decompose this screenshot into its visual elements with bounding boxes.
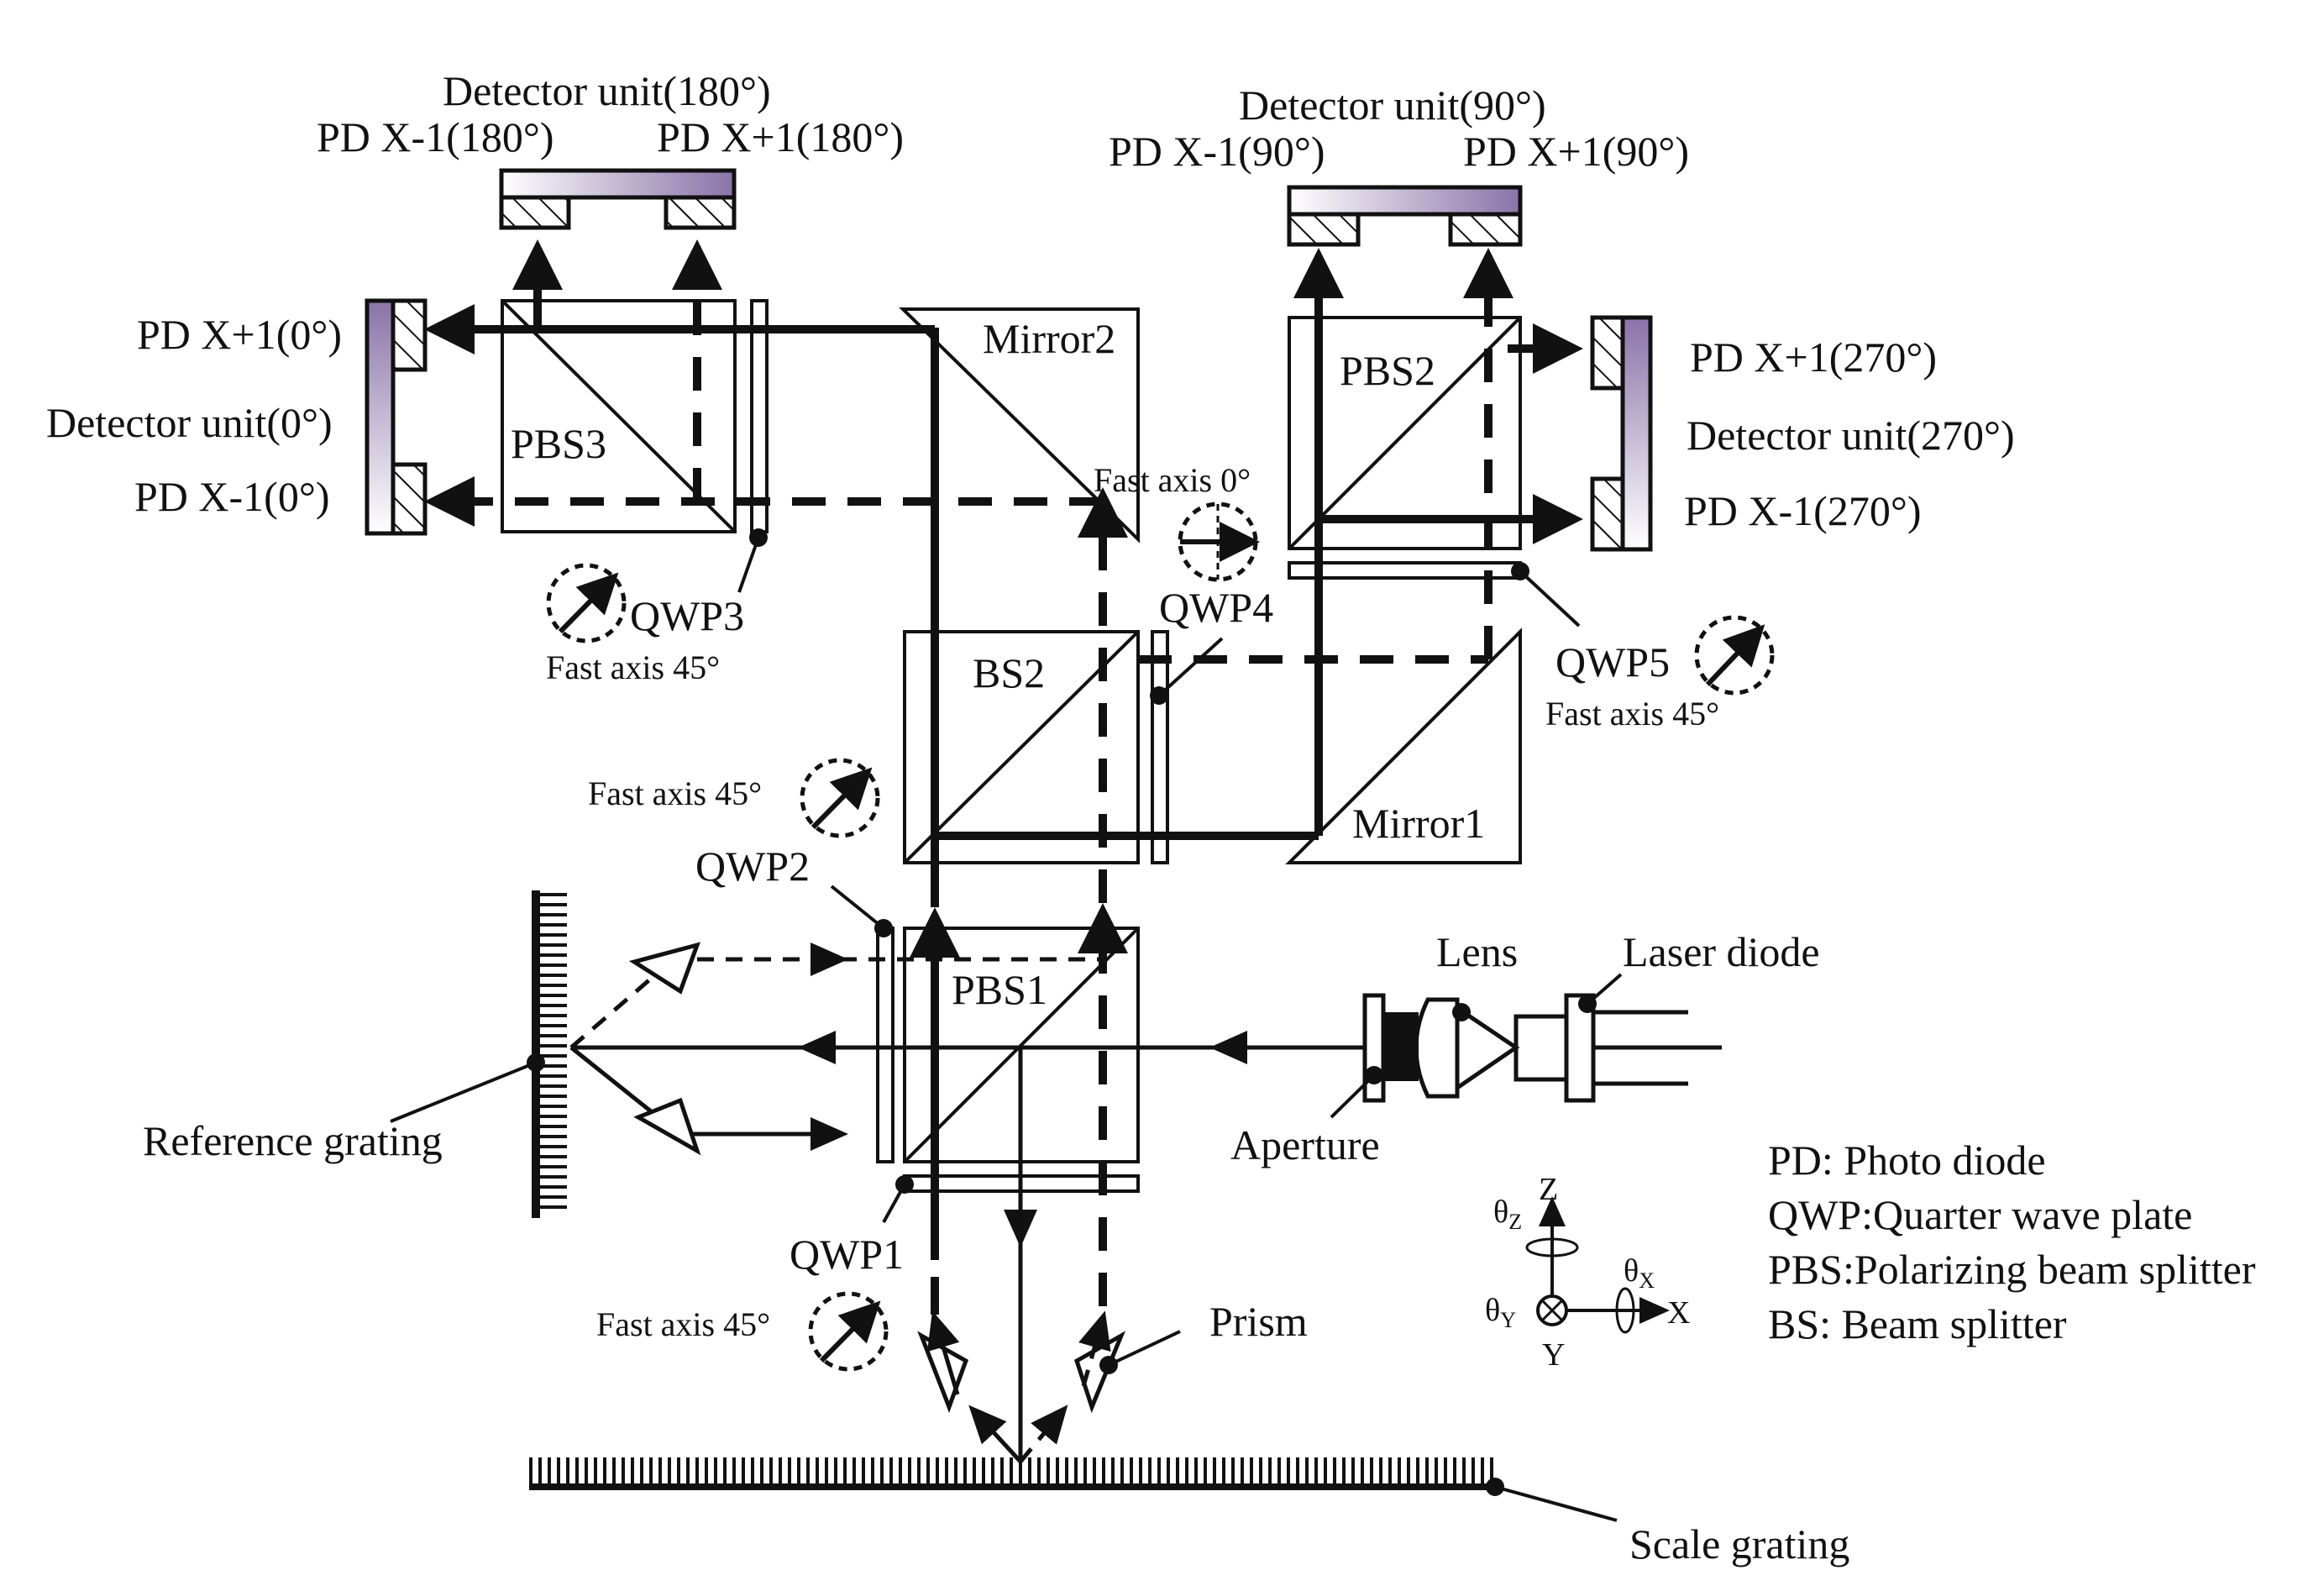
laser-diode-leader [1586,973,1623,1006]
scale-grating-leader [1494,1485,1618,1522]
qwp4-plate [1151,630,1169,864]
reference-prism-upper [628,942,700,995]
laser-diode [1513,993,1722,1103]
laser-diode-label: Laser diode [1623,928,1820,975]
fast-axis-45-icon-qwp1 [808,1291,889,1372]
fast-axis-45-icon-qwp2 [800,758,880,838]
pd-x-plus1-90-label: PD X+1(90°) [1463,128,1689,175]
qwp1-fast-axis-label: Fast axis 45° [596,1305,770,1343]
theta-x-label: θX [1624,1253,1655,1293]
mirror1 [1285,627,1522,864]
scale-prism-left [917,1331,969,1414]
photodiode-x-plus1-270 [1590,315,1625,391]
reference-grating [532,890,567,1218]
photodiode-x-minus1-270 [1590,476,1625,552]
lens-label: Lens [1436,928,1518,975]
pd-x-minus1-180-label: PD X-1(180°) [317,113,553,160]
qwp5-fast-axis-label: Fast axis 45° [1545,695,1719,732]
legend: PD: Photo diode QWP:Quarter wave plate P… [1768,1137,2256,1347]
reference-grating-leader [390,1061,537,1123]
detector-unit-0-label: Detector unit(0°) [46,399,333,446]
detector-unit-90-label: Detector unit(90°) [1239,81,1546,129]
photodiode-x-plus1-180 [664,195,737,230]
detector-unit-270-label: Detector unit(270°) [1687,412,2015,459]
photodiode-x-minus1-180 [499,195,571,230]
qwp5-label: QWP5 [1555,638,1670,685]
thin-beams [569,1031,1365,1463]
prism-leader [1108,1330,1181,1367]
detector-unit-180-label: Detector unit(180°) [443,67,771,114]
fast-axis-45-icon-qwp3 [546,563,627,643]
detector-unit-180 [499,168,737,230]
legend-item: QWP:Quarter wave plate [1768,1191,2192,1238]
photodiode-x-minus1-0 [391,462,428,536]
lens [1414,997,1520,1099]
scale-grating-label: Scale grating [1629,1520,1849,1567]
aperture [1362,993,1419,1103]
dashed-beams [424,239,1513,1306]
pd-x-plus1-180-label: PD X+1(180°) [657,113,904,160]
pd-x-plus1-0-label: PD X+1(0°) [137,311,342,358]
fast-axis-0-icon-qwp4 [1178,501,1260,582]
pbs3-label: PBS3 [511,420,606,467]
mirror2-label: Mirror2 [983,315,1115,362]
coordinate-axes: Z X Y θZ θX θY [1485,1172,1690,1373]
pd-x-minus1-0-label: PD X-1(0°) [134,473,329,520]
mirror2 [899,307,1140,543]
fast-axis-45-icon-qwp5 [1694,615,1775,696]
legend-item: PBS:Polarizing beam splitter [1768,1246,2256,1293]
aperture-label: Aperture [1230,1121,1380,1168]
pbs2-cube [1288,316,1522,550]
axis-x-label: X [1667,1295,1690,1331]
qwp2-label: QWP2 [695,843,810,890]
photodiode-x-minus1-90 [1287,212,1361,247]
detector-unit-270 [1590,315,1653,552]
axis-z-label: Z [1539,1172,1558,1207]
photodiode-x-plus1-90 [1448,212,1523,247]
qwp2-fast-axis-label: Fast axis 45° [588,774,762,812]
reference-grating-label: Reference grating [143,1117,443,1164]
qwp2-plate [876,927,894,1163]
legend-item: PD: Photo diode [1768,1137,2046,1184]
aperture-leader [1330,1074,1376,1119]
qwp2-leader [830,885,885,930]
qwp4-leader [1157,637,1224,697]
thin-dashed-beams [569,943,1111,1463]
solid-beams [424,239,1583,1315]
mirror1-label: Mirror1 [1352,800,1485,847]
legend-item: BS: Beam splitter [1768,1300,2067,1347]
qwp1-label: QWP1 [790,1231,904,1278]
detector-unit-90 [1287,185,1523,247]
reference-prism-lower [633,1097,701,1156]
pbs2-label: PBS2 [1340,347,1435,394]
axis-y-label: Y [1542,1337,1565,1373]
photodiode-x-plus1-0 [391,298,428,372]
rotation-z-icon [1525,1237,1579,1258]
pbs1-label: PBS1 [952,966,1047,1013]
qwp3-fast-axis-label: Fast axis 45° [546,648,720,686]
qwp3-label: QWP3 [630,592,744,639]
qwp4-fast-axis-label: Fast axis 0° [1094,461,1251,499]
lens-pointer-dot [1452,1003,1471,1021]
qwp3-leader [737,537,760,593]
qwp4-label: QWP4 [1159,584,1273,631]
qwp3-plate [750,299,769,533]
pd-x-plus1-270-label: PD X+1(270°) [1690,333,1937,381]
pd-x-minus1-270-label: PD X-1(270°) [1684,487,1921,534]
scale-grating [529,1457,1495,1490]
qwp1-leader [882,1184,906,1223]
detector-unit-0 [365,298,428,536]
prism-label: Prism [1209,1298,1308,1345]
qwp5-leader [1519,570,1581,627]
theta-y-label: θY [1485,1293,1516,1332]
theta-z-label: θZ [1493,1195,1522,1234]
bs2-label: BS2 [973,649,1045,696]
rotation-x-icon [1615,1287,1635,1334]
pd-x-minus1-90-label: PD X-1(90°) [1109,128,1325,175]
